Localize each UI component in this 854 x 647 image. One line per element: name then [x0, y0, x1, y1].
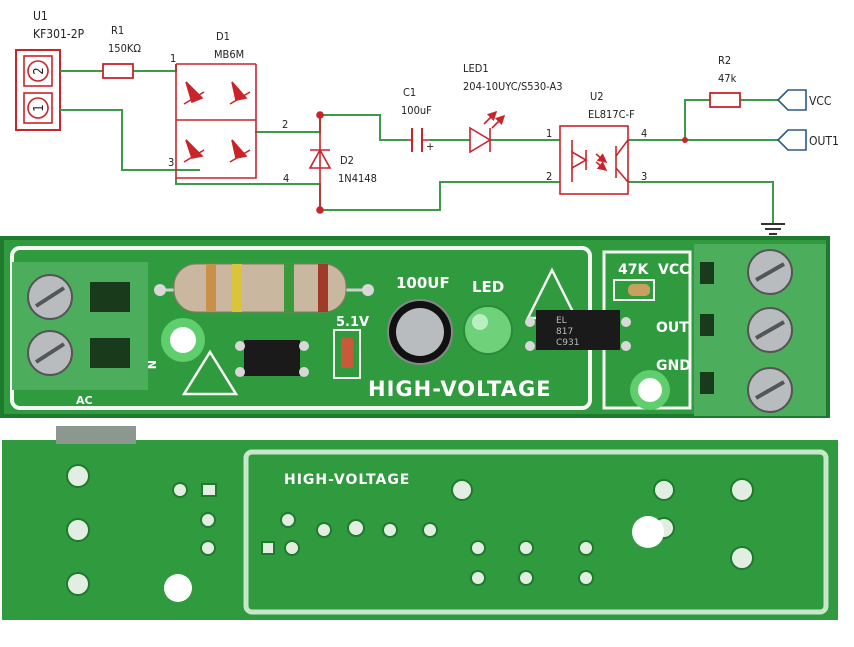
zener-diode [341, 338, 353, 368]
mounting-hole-bottom-left [164, 574, 192, 602]
d1-pin1: 1 [170, 52, 176, 65]
u1-pin2-label: 2 [32, 67, 47, 74]
d1-pin4: 4 [283, 172, 289, 185]
schematic-wires [60, 64, 778, 224]
schematic: 2 1 U1 KF301-2P R1 150KΩ [15, 9, 839, 235]
bridge-ic [235, 340, 309, 377]
ic-marking-1: EL [556, 316, 567, 326]
vcc-label: VCC [658, 262, 689, 278]
solder-pads [66, 464, 754, 596]
c1-polarity: + [426, 140, 434, 153]
high-voltage-zone-outline-bottom [243, 449, 829, 615]
warning-triangle-left [181, 349, 239, 396]
led1-ref: LED1 [463, 62, 489, 75]
r2-resistor: R2 47k [682, 54, 741, 143]
status-led [463, 305, 513, 355]
zener-label: 5.1V [336, 315, 369, 330]
d1-ref: D1 [216, 30, 230, 43]
r2-value: 47k [718, 72, 737, 85]
port-out1: OUT1 [776, 129, 839, 151]
u2-optocoupler: U2 EL817C-F 1 2 4 3 [546, 90, 647, 195]
terminal-edge [56, 426, 136, 444]
ic-marking-3: C931 [556, 338, 579, 348]
u2-ref: U2 [590, 90, 604, 103]
r2-small-resistor [628, 284, 650, 296]
led1: LED1 204-10UYC/S530-A3 [463, 62, 563, 154]
port-vcc: VCC [776, 89, 831, 111]
d1-pin3: 3 [168, 156, 174, 169]
out-label: OUT [656, 320, 689, 336]
r1-value: 150KΩ [108, 42, 141, 55]
r1-resistor: R1 150KΩ [102, 24, 141, 79]
led-label: LED [472, 278, 504, 296]
ic-marking-2: 817 [556, 327, 573, 337]
c1-value: 100uF [401, 104, 432, 117]
c1-capacitor: + C1 100uF [401, 86, 434, 153]
ac-label: AC [76, 394, 93, 407]
c1-ref: C1 [403, 86, 416, 99]
mounting-hole-bottom-right [632, 516, 664, 548]
high-voltage-label-top: HIGH-VOLTAGE [368, 377, 552, 401]
u2-pin4: 4 [641, 127, 647, 140]
d1-bridge-rectifier: D1 MB6M 1 2 3 4 [168, 30, 289, 185]
res-label: 47K [618, 262, 649, 278]
ground-symbol [761, 223, 785, 235]
u2-pin1: 1 [546, 127, 552, 140]
u2-part: EL817C-F [588, 108, 635, 121]
d1-part: MB6M [214, 48, 244, 61]
u1-connector: 2 1 U1 KF301-2P [15, 9, 85, 131]
d2-diode: D2 1N4148 [308, 111, 377, 214]
d2-ref: D2 [340, 154, 354, 167]
output-terminal-block [694, 244, 826, 416]
port-vcc-label: VCC [809, 94, 831, 108]
gnd-label: GND [656, 358, 691, 374]
u1-ref: U1 [33, 9, 48, 23]
ac-terminal-block [12, 262, 148, 390]
cap-label: 100UF [396, 274, 450, 292]
u1-pin1-label: 1 [32, 104, 47, 111]
u2-pin3: 3 [641, 170, 647, 183]
pcb-bottom: HIGH-VOLTAGE [2, 426, 838, 620]
high-voltage-label-bottom: HIGH-VOLTAGE [284, 472, 410, 488]
r2-ref: R2 [718, 54, 731, 67]
r1-ref: R1 [111, 24, 124, 37]
d2-part: 1N4148 [338, 172, 377, 185]
port-out1-label: OUT1 [809, 134, 839, 148]
led1-part: 204-10UYC/S530-A3 [463, 80, 563, 93]
n-label: N [145, 360, 158, 369]
optocoupler-ic: EL 817 C931 [525, 310, 631, 351]
d1-pin2: 2 [282, 118, 288, 131]
mounting-hole-left-center [170, 327, 196, 353]
r1-power-resistor [154, 263, 374, 313]
pcb-top: AC N 5.1V 100UF [0, 236, 830, 418]
u2-pin2: 2 [546, 170, 552, 183]
u1-part: KF301-2P [33, 27, 85, 41]
